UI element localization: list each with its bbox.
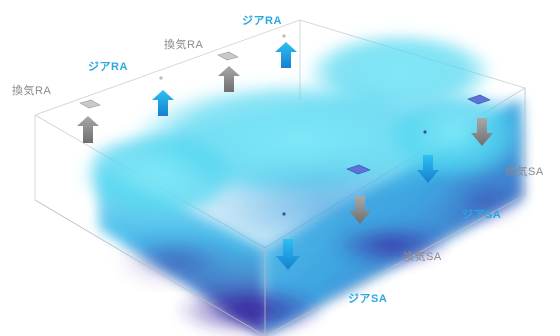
label-ghia-ra-1: ジアRA	[88, 61, 128, 73]
floor-vent-icon	[282, 94, 491, 216]
label-ghia-sa-bottom: ジアSA	[348, 293, 388, 305]
label-exhaust-sa-mid: 換気SA	[403, 251, 442, 263]
air-volume	[80, 32, 525, 336]
down-arrow-icon	[276, 118, 493, 270]
label-exhaust-sa-right: 換気SA	[505, 166, 544, 178]
ceiling-vent-icon	[79, 34, 286, 109]
label-ghia-ra-top: ジアRA	[242, 15, 282, 27]
label-ghia-sa-right: ジアSA	[462, 209, 502, 221]
up-arrow-icon	[77, 42, 297, 143]
label-exhaust-ra-left: 換気RA	[12, 85, 52, 97]
room-front-frame	[34, 88, 526, 336]
label-exhaust-ra-top: 換気RA	[164, 39, 204, 51]
